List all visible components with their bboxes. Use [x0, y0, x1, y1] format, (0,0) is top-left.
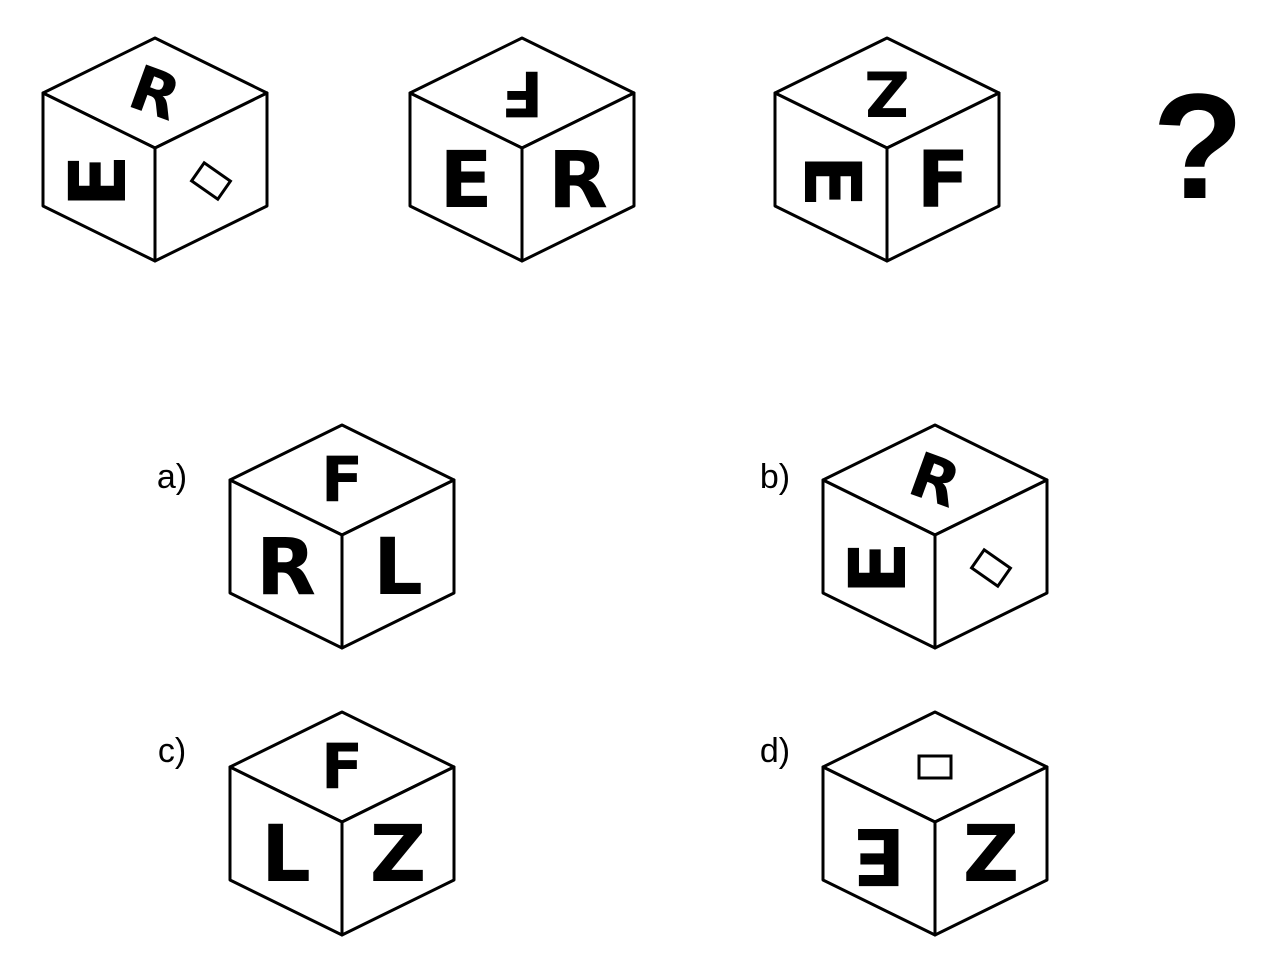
option-d-right-letter: Z — [963, 810, 1020, 900]
option-a-left-letter: R — [256, 523, 316, 613]
cube-2-right-face — [520, 91, 636, 263]
cube-3-right-letter: F — [916, 136, 969, 226]
cube-3-left-letter: E — [786, 154, 876, 207]
option-d-left-letter: E — [852, 810, 905, 900]
cube-2-left-letter: E — [439, 136, 492, 226]
option-b: REb) — [760, 423, 1049, 650]
option-a-right-face — [340, 478, 456, 650]
option-a-top-letter: F — [321, 444, 363, 517]
option-c-top-letter: F — [321, 731, 363, 804]
cube-3-right-face — [885, 91, 1001, 263]
option-b-label: b) — [760, 458, 790, 496]
option-d-top-rectangle-symbol — [917, 754, 953, 780]
cube-3-top-letter: Z — [865, 57, 910, 130]
option-c-left-letter: L — [261, 810, 311, 900]
question-mark: ? — [1152, 62, 1244, 230]
option-a-right-letter: L — [373, 523, 423, 613]
option-d-right-face — [933, 765, 1049, 937]
option-c-label: c) — [158, 732, 186, 770]
option-c-right-letter: Z — [370, 810, 427, 900]
option-c-right-face — [340, 765, 456, 937]
cube-2-top-letter: F — [501, 57, 543, 130]
cube-1: RE — [41, 36, 269, 263]
cube-1-right-rectangle-symbol — [189, 160, 233, 202]
option-b-right-rectangle-symbol — [969, 547, 1013, 589]
option-b-left-letter: E — [834, 541, 924, 594]
option-d-label: d) — [760, 732, 790, 770]
option-a-label: a) — [157, 458, 187, 496]
cube-1-left-letter: E — [54, 154, 144, 207]
cube-2-right-letter: R — [548, 136, 608, 226]
